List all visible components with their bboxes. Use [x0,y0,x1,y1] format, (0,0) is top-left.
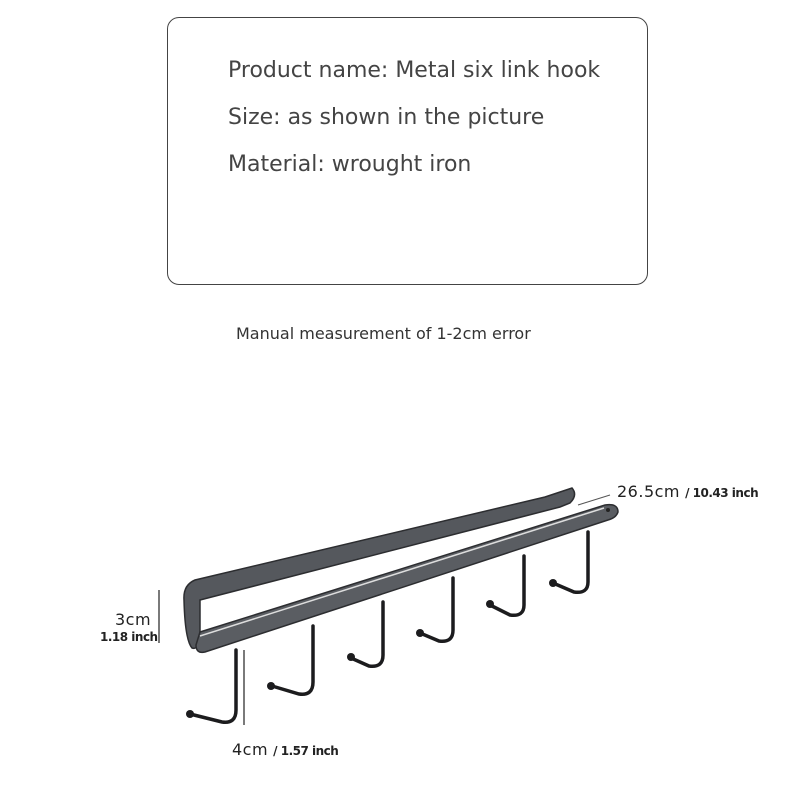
length-inch: / 10.43 inch [685,486,759,500]
height-cm-label: 3cm [115,610,152,629]
hook-tip [347,653,355,661]
hook-tip [486,600,494,608]
top-arm [183,487,576,650]
hook-length-cm: 4cm [232,740,269,759]
length-cm: 26.5cm [617,482,681,501]
hook-6 [551,530,590,595]
hook-tip [186,710,194,718]
lower-bar [195,503,619,654]
length-label: 26.5cm / 10.43 inch [617,482,759,501]
length-dimension-line [577,494,611,506]
hook-2 [270,624,315,696]
hook-length-inch: / 1.57 inch [273,744,339,758]
hook-tip [416,629,424,637]
hook-3 [349,600,385,669]
hook-5 [488,554,526,618]
size-text: Size: as shown in the picture [228,105,545,130]
hook-tip [267,682,275,690]
hook-length-label: 4cm / 1.57 inch [232,740,339,759]
material-text: Material: wrought iron [228,152,472,177]
bar-highlight [199,507,605,637]
hook-tips [186,579,557,718]
hooks [188,530,590,724]
hook-4 [418,576,455,644]
product-name-text: Product name: Metal six link hook [228,58,601,83]
mounting-hole [606,508,610,512]
hook-1 [188,648,238,724]
hook-tip [549,579,557,587]
product-info-box: Product name: Metal six link hook Size: … [167,17,648,285]
height-inch-label: 1.18 inch [100,630,158,644]
measurement-note: Manual measurement of 1-2cm error [236,324,531,343]
